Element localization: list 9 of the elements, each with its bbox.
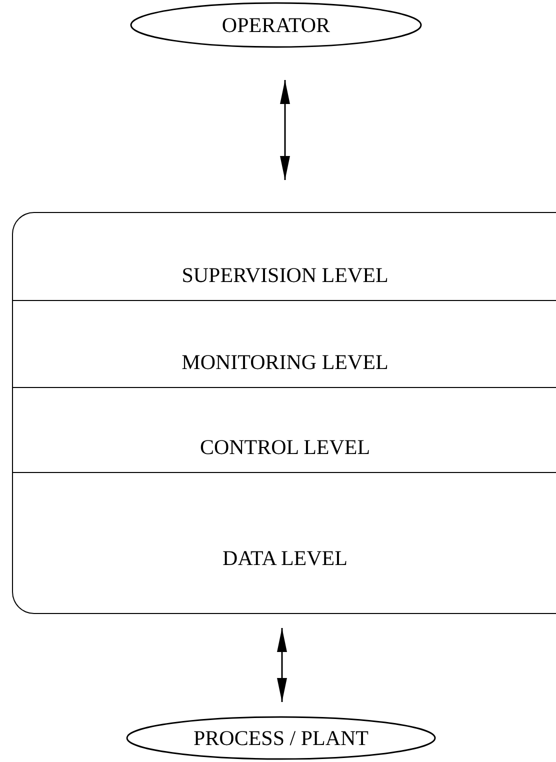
node-label: CONTROL LEVEL [200, 435, 370, 460]
node-label: SUPERVISION LEVEL [182, 263, 388, 288]
node-label: MONITORING LEVEL [182, 350, 388, 375]
level-stack-box [12, 212, 556, 614]
node-label: OPERATOR [222, 12, 330, 38]
node-label: PROCESS / PLANT [193, 726, 369, 750]
node-label: DATA LEVEL [222, 546, 348, 571]
double-arrow [277, 628, 287, 702]
double-arrow [280, 80, 290, 180]
